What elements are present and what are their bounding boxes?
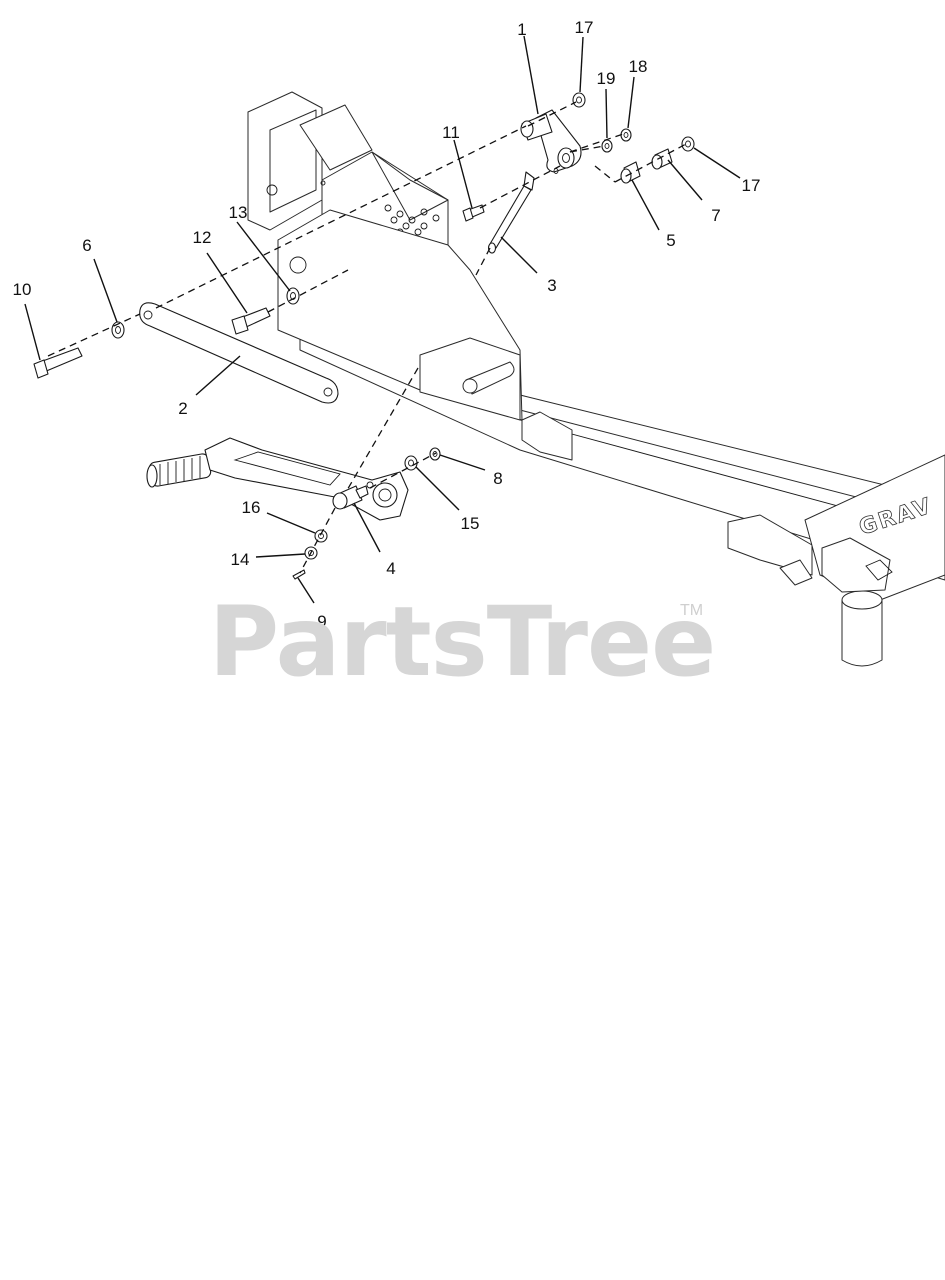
pivot-pin-4-part <box>332 485 369 510</box>
callout-10: 10 <box>13 280 32 299</box>
callout-15: 15 <box>461 514 480 533</box>
callout-11: 11 <box>442 123 460 142</box>
pedal-arm-part <box>146 437 409 521</box>
callout-8: 8 <box>493 469 502 488</box>
partstree-watermark: PartsTree TM <box>209 586 716 698</box>
callout-6: 6 <box>82 236 91 255</box>
nut-18-part <box>620 128 632 142</box>
callout-19: 19 <box>597 69 616 88</box>
callout-17-right: 17 <box>742 176 761 195</box>
leader-lines <box>24 35 741 604</box>
watermark-text: PartsTree <box>209 586 715 698</box>
link-bar-part <box>139 302 339 404</box>
callout-5: 5 <box>666 231 675 250</box>
rod-3-part <box>487 171 535 254</box>
cotter-pin-9-part <box>292 569 306 580</box>
bolt-11-part <box>462 204 485 222</box>
callout-12: 12 <box>193 228 212 247</box>
watermark-trademark: TM <box>680 602 703 619</box>
callout-4: 4 <box>386 559 395 578</box>
callout-13: 13 <box>229 203 248 222</box>
nut-17-right-part <box>681 136 695 152</box>
bolt-12-part <box>231 307 271 335</box>
callout-9: 9 <box>317 612 326 631</box>
mower-frame: GRAV <box>247 91 945 667</box>
assembly-lines <box>47 101 687 574</box>
callout-7: 7 <box>711 206 720 225</box>
callout-3: 3 <box>547 276 556 295</box>
bushing-7-part <box>651 148 673 170</box>
callout-2: 2 <box>178 399 187 418</box>
washer-16-part <box>314 529 328 543</box>
callouts: 1 17 19 18 11 17 7 5 3 13 12 6 10 2 8 15… <box>13 18 761 631</box>
callout-14: 14 <box>231 550 250 569</box>
callout-1: 1 <box>517 20 526 39</box>
bellcrank-1-part <box>520 109 582 174</box>
nut-19-part <box>601 139 613 153</box>
washer-15-part <box>404 455 418 471</box>
callout-18: 18 <box>629 57 648 76</box>
nut-17-upper-part <box>572 92 586 108</box>
bolt-10-part <box>33 347 83 379</box>
callout-16: 16 <box>242 498 261 517</box>
callout-17-top: 17 <box>575 18 594 37</box>
bushing-5-part <box>620 161 641 184</box>
